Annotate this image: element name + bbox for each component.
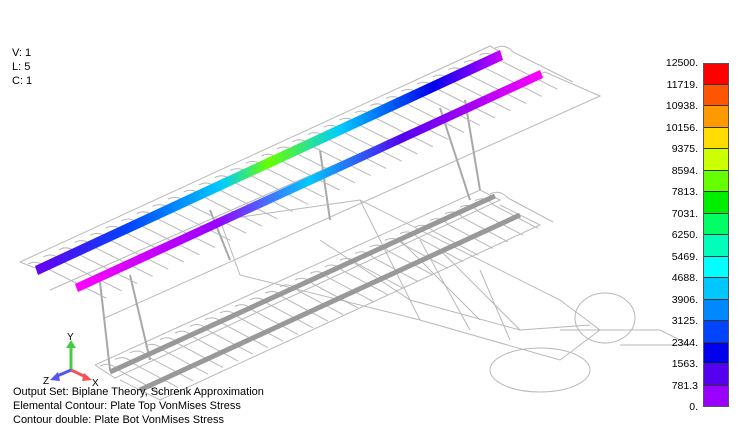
legend-color-segment xyxy=(703,127,729,149)
contour-double-line: Contour double: Plate Bot VonMises Stres… xyxy=(13,414,224,426)
legend-color-segment xyxy=(703,213,729,235)
legend-value-label: 7813. xyxy=(671,186,698,198)
legend-color-segment xyxy=(703,106,729,128)
upper-rear-spar-contour xyxy=(75,70,543,292)
legend-value-label: 1563. xyxy=(671,358,698,370)
legend-color-segment xyxy=(703,278,729,300)
legend-color-segment xyxy=(703,192,729,214)
legend-color-segment xyxy=(703,235,729,257)
legend-color-segment xyxy=(703,364,729,386)
legend-value-label: 5469. xyxy=(671,250,698,263)
axis-triad: Y X Z xyxy=(43,332,99,389)
legend-value-label: 6250. xyxy=(671,229,698,241)
output-set-line: Output Set: Biplane Theory, Schrenk Appr… xyxy=(13,386,264,398)
legend-value-label: 0. xyxy=(689,401,698,413)
lower-rear-spar xyxy=(138,212,522,393)
legend-value-label: 9375. xyxy=(671,143,698,155)
triad-z-label: Z xyxy=(43,376,49,387)
legend-color-segment xyxy=(703,149,729,171)
contour-legend: 12500. 11719. 10938. 10156. 9375. 8594. 7813. 7… xyxy=(640,56,744,416)
triad-y-label: Y xyxy=(67,332,74,343)
legend-color-segment xyxy=(703,84,729,106)
legend-color-segment xyxy=(703,170,729,192)
triad-x-label: X xyxy=(92,378,99,389)
legend-value-label: 781.3 xyxy=(671,379,698,392)
legend-value-label: 12500. xyxy=(665,57,698,69)
view-number: V: 1 xyxy=(12,47,32,59)
legend-value-label: 2344. xyxy=(671,336,698,349)
wireframe-structure xyxy=(19,45,691,401)
color-number: C: 1 xyxy=(12,75,33,87)
legend-value-label: 10938. xyxy=(665,100,698,112)
legend-value-label: 11719. xyxy=(666,78,698,91)
legend-color-segment xyxy=(703,63,729,85)
view-info: V: 1 L: 5 C: 1 xyxy=(12,46,32,88)
legend-value-label: 10156. xyxy=(665,121,698,134)
legend-color-segment xyxy=(703,299,729,321)
output-info: Output Set: Biplane Theory, Schrenk Appr… xyxy=(13,385,264,427)
elemental-contour-line: Elemental Contour: Plate Top VonMises St… xyxy=(13,400,241,412)
legend-color-segment xyxy=(703,342,729,364)
upper-front-spar-contour xyxy=(35,50,503,275)
legend-color-segment xyxy=(703,256,729,278)
legend-color-segment xyxy=(703,321,729,343)
legend-value-label: 3125. xyxy=(671,315,698,327)
legend-value-label: 4688. xyxy=(671,272,698,284)
legend-value-label: 7031. xyxy=(671,207,698,220)
legend-value-label: 3906. xyxy=(671,293,698,306)
legend-bar-frame xyxy=(703,63,729,407)
lower-front-spar xyxy=(108,193,497,375)
layer-number: L: 5 xyxy=(12,61,31,73)
legend-value-label: 8594. xyxy=(671,164,698,177)
